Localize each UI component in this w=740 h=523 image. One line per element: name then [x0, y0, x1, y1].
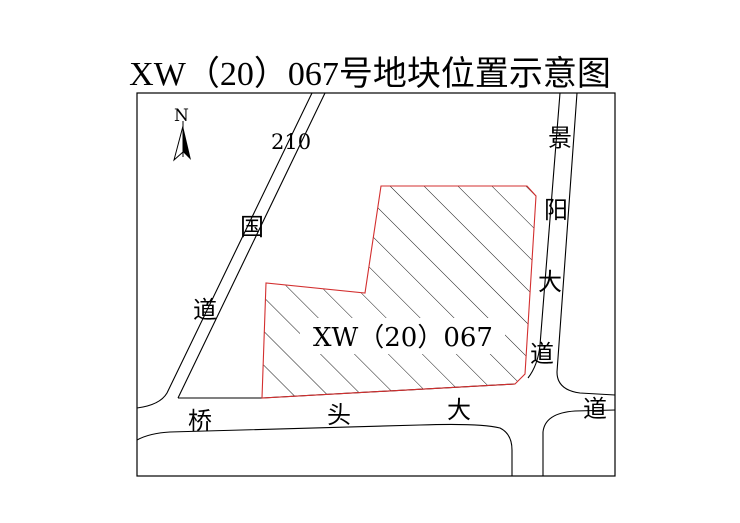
- north-arrow-icon: [173, 121, 191, 162]
- parcel-hatch: [262, 186, 536, 398]
- parcel-outline: [261, 185, 537, 399]
- qiaotou-avenue-south-edge-west: [137, 423, 513, 476]
- road-label-dao-national: 道: [193, 296, 217, 324]
- parcel-label: XW（20）067: [313, 323, 493, 353]
- road-label-qiao: 桥: [188, 407, 212, 435]
- road-label-dao-qiaotou: 道: [583, 395, 607, 423]
- national-road-210-west-edge: [137, 93, 313, 409]
- road-label-210: 210: [271, 130, 311, 154]
- jingyang-avenue-west-edge: [527, 93, 561, 379]
- jingyang-avenue-east-edge: [556, 93, 615, 396]
- parcel-label-bg: [300, 318, 505, 354]
- road-label-da-jingyang: 大: [538, 268, 562, 296]
- qiaotou-avenue-south-edge-east: [542, 409, 615, 476]
- road-label-yang: 阳: [544, 196, 568, 224]
- map-frame: [136, 92, 616, 477]
- road-label-jing: 景: [548, 124, 572, 152]
- road-label-da-qiaotou: 大: [447, 396, 471, 424]
- north-label: N: [174, 106, 189, 126]
- map-title: XW（20）067号地块位置示意图: [129, 56, 611, 93]
- national-road-210-east-edge: [177, 93, 326, 399]
- road-label-dao-jingyang: 道: [530, 340, 554, 368]
- road-label-guo: 国: [240, 213, 264, 241]
- road-label-tou: 头: [327, 401, 351, 429]
